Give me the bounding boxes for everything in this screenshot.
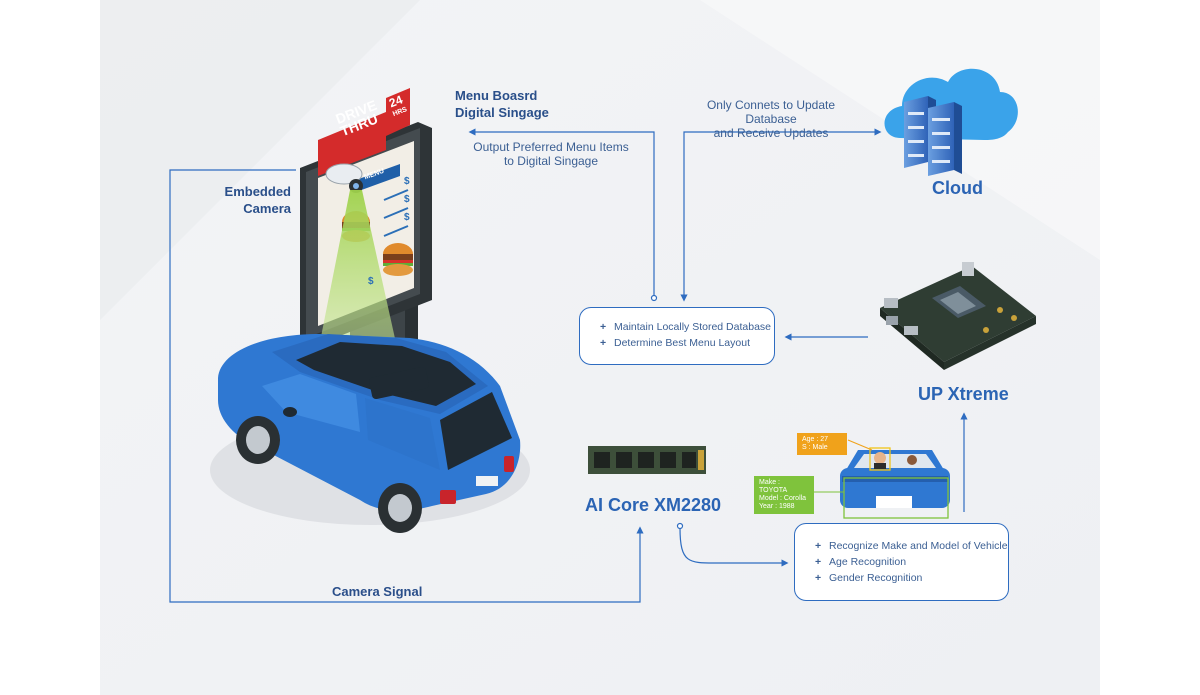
age-gender-tag: Age : 27 S : Male	[797, 433, 847, 455]
connects-update-line1: Only Connets to Update Database	[680, 98, 862, 126]
plus-icon: +	[815, 538, 829, 554]
recognition-item-text: Age Recognition	[829, 556, 906, 568]
up-xtreme-label: UP Xtreme	[918, 384, 1009, 405]
recognition-item: +Recognize Make and Model of Vehicle	[815, 538, 1008, 554]
camera-signal-label: Camera Signal	[332, 583, 422, 600]
database-item: +Determine Best Menu Layout	[600, 335, 774, 351]
ai-core-board-graphic	[588, 446, 706, 474]
cloud-label: Cloud	[932, 178, 983, 199]
vehicle-tag-year: Year : 1988	[759, 503, 809, 511]
menu-board-label: Menu Boasrd Digital Singage	[455, 87, 549, 121]
sign-price-1: $	[404, 176, 410, 187]
database-item: +Maintain Locally Stored Database	[600, 319, 774, 335]
output-menu-line1: Output Preferred Menu Items	[470, 140, 632, 154]
recognition-item: +Gender Recognition	[815, 570, 1008, 586]
sign-price-2: $	[404, 194, 410, 205]
database-process-box: +Maintain Locally Stored Database +Deter…	[579, 307, 775, 365]
plus-icon: +	[815, 554, 829, 570]
recognition-item: +Age Recognition	[815, 554, 1008, 570]
vehicle-tag-make: Make : TOYOTA	[759, 479, 809, 495]
age-tag-line2: S : Male	[802, 444, 842, 452]
output-menu-line2: to Digital Singage	[470, 154, 632, 168]
menu-board-label-line1: Menu Boasrd	[455, 87, 549, 104]
recognition-item-text: Recognize Make and Model of Vehicle	[829, 540, 1008, 552]
output-menu-label: Output Preferred Menu Items to Digital S…	[470, 140, 632, 168]
connects-update-line2: and Receive Updates	[680, 126, 862, 140]
vehicle-tag-model: Model : Corolla	[759, 495, 809, 503]
sign-price-3: $	[404, 212, 410, 223]
plus-icon: +	[600, 319, 614, 335]
sign-price-4: $	[368, 276, 374, 287]
menu-board-label-line2: Digital Singage	[455, 104, 549, 121]
vehicle-info-tag: Make : TOYOTA Model : Corolla Year : 198…	[754, 476, 814, 514]
recognition-item-text: Gender Recognition	[829, 572, 922, 584]
connects-update-label: Only Connets to Update Database and Rece…	[680, 98, 862, 140]
age-tag-line1: Age : 27	[802, 436, 842, 444]
embedded-camera-line1: Embedded	[200, 183, 291, 200]
plus-icon: +	[815, 570, 829, 586]
database-item-text: Maintain Locally Stored Database	[614, 321, 771, 333]
recognition-process-box: +Recognize Make and Model of Vehicle +Ag…	[794, 523, 1009, 601]
embedded-camera-label: Embedded Camera	[200, 183, 291, 217]
plus-icon: +	[600, 335, 614, 351]
database-item-text: Determine Best Menu Layout	[614, 337, 750, 349]
ai-core-label: AI Core XM2280	[585, 495, 721, 516]
embedded-camera-line2: Camera	[200, 200, 291, 217]
